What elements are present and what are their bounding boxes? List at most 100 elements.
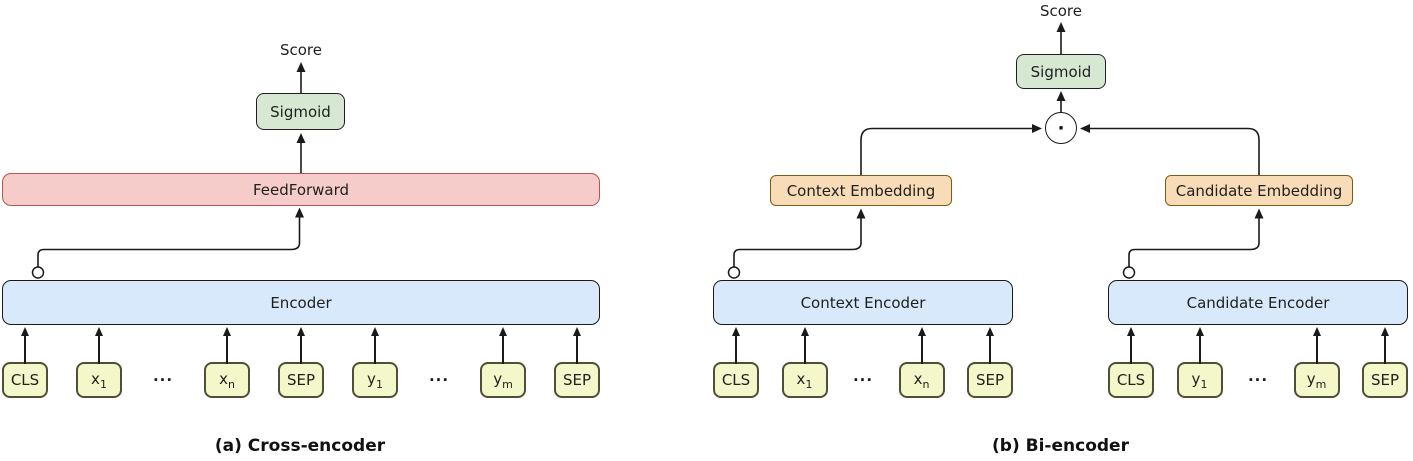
- token-label: SEP: [1370, 371, 1400, 389]
- arrowhead-score-b: [1056, 22, 1066, 32]
- encoder-box-a: Encoder: [2, 280, 600, 325]
- token-subscript: 1: [375, 378, 383, 391]
- token-box-cls: CLS: [2, 327, 48, 398]
- arrowhead-sigmoid-a: [296, 133, 306, 143]
- ellipsis: ···: [852, 371, 874, 389]
- token-box-xn: xn: [898, 327, 945, 398]
- arrow-stem: [576, 336, 578, 364]
- token-subscript: n: [227, 378, 235, 391]
- feedforward-box: FeedForward: [2, 173, 600, 206]
- token-box-xn: xn: [204, 327, 250, 398]
- token-subscript: 1: [99, 378, 107, 391]
- token-box-sep: SEP: [278, 327, 324, 398]
- context-encoder-box: Context Encoder: [713, 280, 1013, 325]
- arrow-stem: [300, 336, 302, 364]
- token-label: xn: [219, 370, 235, 391]
- arrowhead-up: [1127, 327, 1135, 336]
- token-label: x1: [91, 370, 107, 391]
- token-box-y1: y1: [1176, 327, 1223, 398]
- token-to-encoder-arrow: [1127, 327, 1135, 364]
- candidate-encoder-label: Candidate Encoder: [1186, 293, 1330, 312]
- cls-tap-circle-a: [31, 266, 45, 279]
- arrowhead-up: [917, 327, 926, 336]
- token-to-encoder-arrow: [732, 327, 740, 364]
- token-box-sep: SEP: [554, 327, 600, 398]
- arrowhead-up: [297, 327, 305, 336]
- arrowhead-up: [21, 327, 29, 336]
- arrowhead-score-a: [296, 62, 306, 72]
- ellipsis: ···: [152, 371, 174, 389]
- arrow-stem: [1384, 336, 1386, 364]
- token-subscript: 1: [1200, 378, 1208, 391]
- arrowhead-up: [732, 327, 740, 336]
- arrowhead-up: [371, 327, 379, 336]
- arrow-stem: [1198, 336, 1201, 364]
- token-label: SEP: [975, 371, 1005, 389]
- token-box-cls: CLS: [1108, 327, 1154, 398]
- arrow-stem: [98, 336, 100, 364]
- token-box-sep: SEP: [967, 327, 1013, 398]
- token-to-encoder-arrow: [1381, 327, 1389, 364]
- candidate-encoder-box: Candidate Encoder: [1108, 280, 1408, 325]
- arrow-stem: [24, 336, 26, 364]
- context-embedding-label: Context Embedding: [786, 181, 936, 200]
- token-to-encoder-arrow: [499, 327, 507, 364]
- token-label: SEP: [562, 371, 592, 389]
- curve-context-encoder-to-embedding: [733, 218, 862, 267]
- candidate-embedding-label: Candidate Embedding: [1175, 181, 1343, 200]
- arrow-stem: [226, 336, 228, 364]
- token-to-encoder-arrow: [573, 327, 581, 364]
- arrowhead-up: [986, 327, 994, 336]
- arrow-stem: [502, 336, 504, 364]
- sigmoid-label-b: Sigmoid: [1030, 62, 1092, 81]
- token-label: CLS: [1116, 371, 1146, 389]
- arrow-stem: [803, 336, 806, 364]
- arrowhead-up: [800, 327, 809, 336]
- token-to-encoder-arrow: [800, 327, 809, 364]
- encoder-label-a: Encoder: [270, 293, 332, 312]
- token-to-encoder-arrow: [297, 327, 305, 364]
- token-subscript: n: [922, 378, 930, 391]
- arrow-stem: [1315, 336, 1318, 364]
- token-subscript: m: [1315, 378, 1327, 391]
- token-label: CLS: [10, 371, 40, 389]
- sigmoid-box-a: Sigmoid: [256, 93, 345, 130]
- token-to-encoder-arrow: [95, 327, 103, 364]
- curve-context-embedding-to-dot: [860, 127, 1032, 175]
- cls-tap-circle-candidate: [1122, 266, 1136, 279]
- arrowhead-feedforward: [295, 207, 304, 218]
- arrowhead-up: [1312, 327, 1321, 336]
- arrowhead-up: [1381, 327, 1389, 336]
- token-label: y1: [1191, 370, 1208, 391]
- token-box-ym: ym: [480, 327, 526, 398]
- sigmoid-box-b: Sigmoid: [1016, 54, 1106, 89]
- token-to-encoder-arrow: [21, 327, 29, 364]
- token-to-encoder-arrow: [371, 327, 379, 364]
- feedforward-label: FeedForward: [252, 180, 350, 199]
- token-label: xn: [913, 370, 930, 391]
- token-to-encoder-arrow: [986, 327, 994, 364]
- token-box-x1: x1: [781, 327, 828, 398]
- token-subscript: m: [502, 378, 513, 391]
- arrowhead-dot-right: [1080, 124, 1090, 133]
- token-subscript: 1: [805, 378, 813, 391]
- arrow-stem: [1130, 336, 1132, 364]
- arrowhead-up: [573, 327, 581, 336]
- curve-candidate-encoder-to-embedding: [1128, 218, 1260, 267]
- arrowhead-up: [223, 327, 231, 336]
- token-box-sep: SEP: [1362, 327, 1408, 398]
- arrowhead-dot-left: [1032, 124, 1042, 133]
- caption-cross-encoder: (a) Cross-encoder: [214, 436, 386, 456]
- arrowhead-candidate-embedding: [1254, 208, 1264, 219]
- token-label: y1: [367, 370, 383, 391]
- token-label: ym: [1306, 370, 1327, 391]
- candidate-embedding-box: Candidate Embedding: [1165, 175, 1353, 206]
- token-label: SEP: [286, 371, 316, 389]
- arrowhead-up: [499, 327, 507, 336]
- arrow-stem: [735, 336, 737, 364]
- token-label: x1: [796, 370, 813, 391]
